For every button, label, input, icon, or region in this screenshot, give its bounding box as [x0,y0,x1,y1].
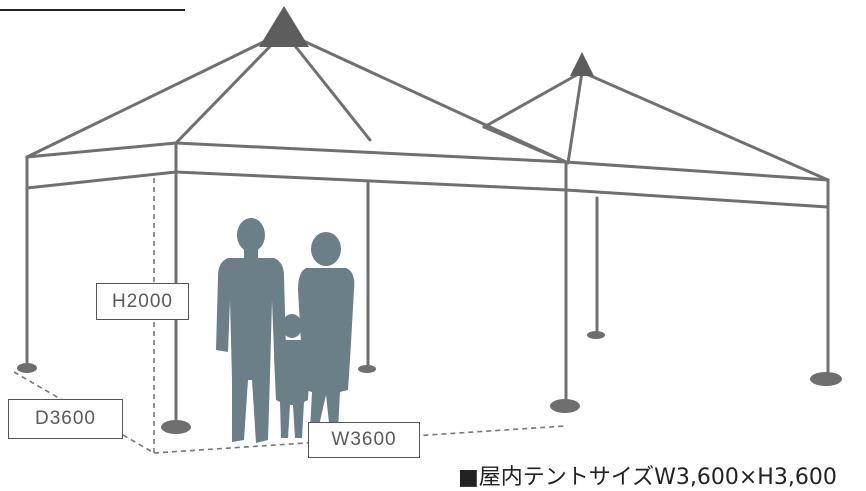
rear-base-back [587,331,605,339]
people-silhouette [216,218,355,443]
rear-tent [482,70,830,377]
front-base-right [550,399,580,413]
front-base-front [161,420,191,434]
tent-size-caption: ■屋内テントサイズW3,600×H3,600 [458,465,837,490]
depth-label: D3600 [8,399,123,439]
rear-peak-icon [570,52,594,76]
height-label: H2000 [96,283,189,320]
rear-base-right [810,372,842,386]
front-peak-icon [259,6,309,47]
front-base-back [358,365,376,373]
width-label: W3600 [308,422,420,458]
front-base-left [17,363,37,373]
